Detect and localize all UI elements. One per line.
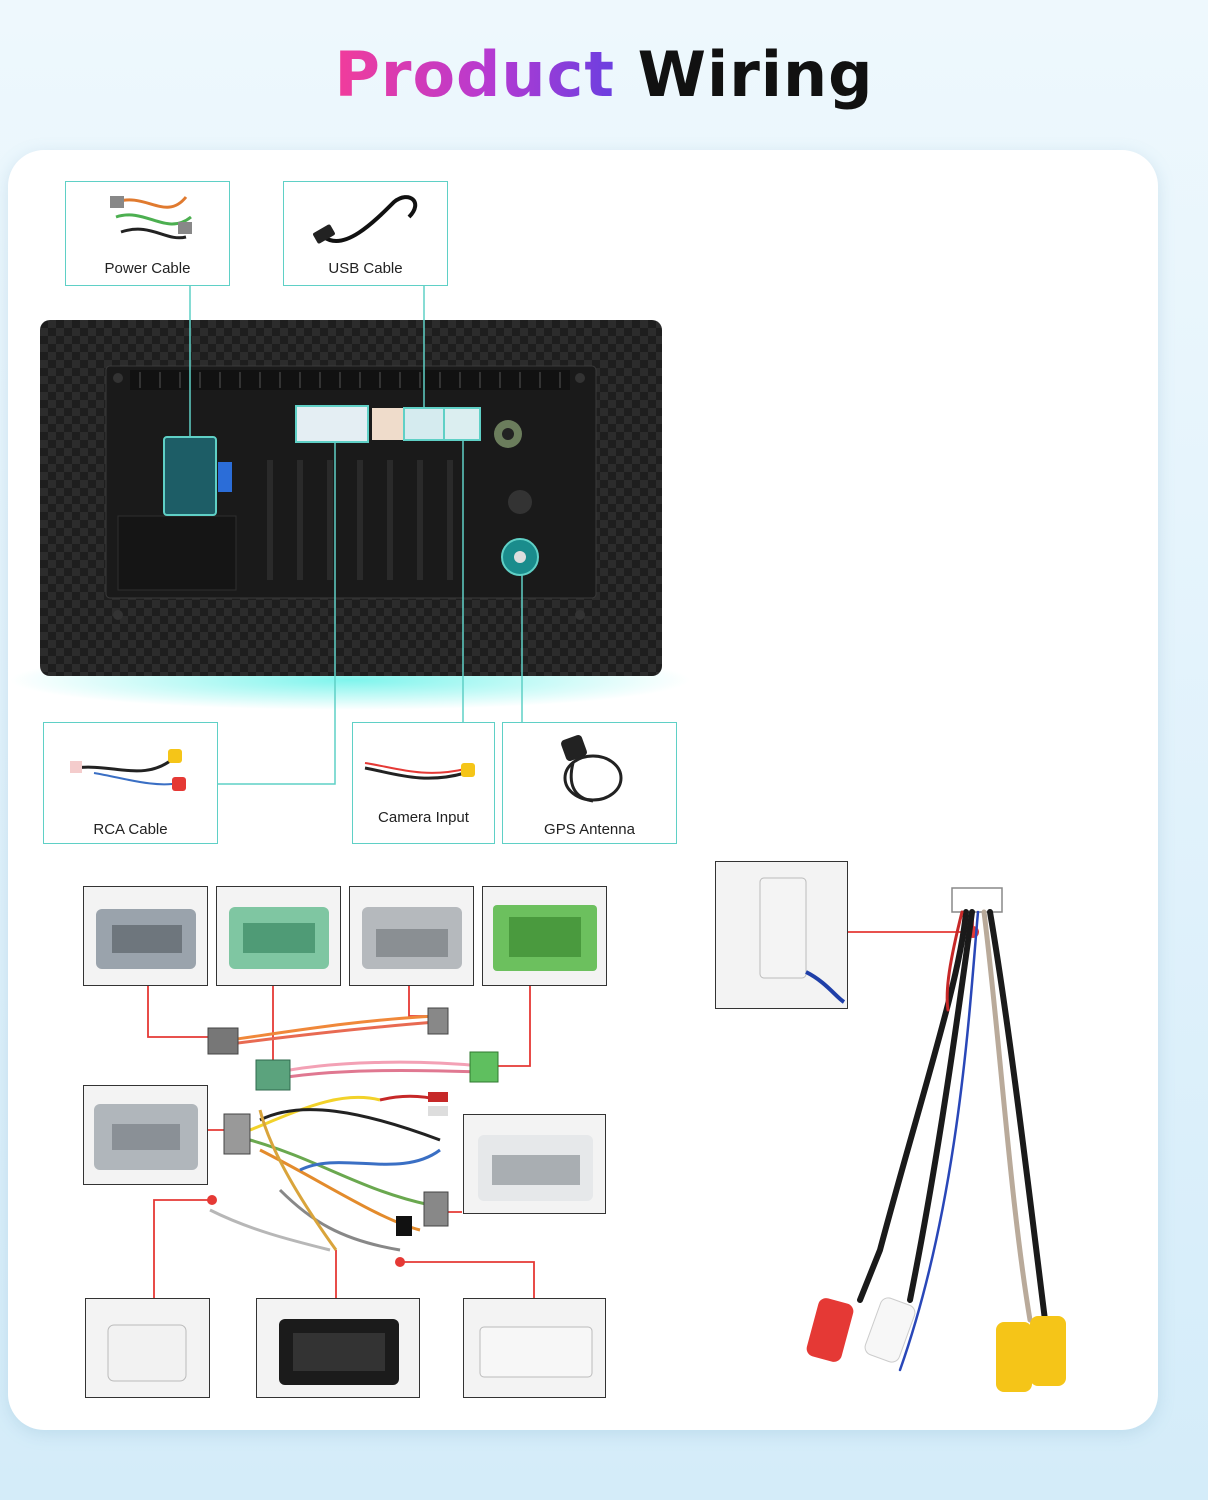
rca-harness-illustration (806, 887, 1066, 1392)
head-unit-back (40, 320, 662, 676)
connector-photo-rca (715, 861, 848, 1009)
connector-photo-4 (482, 886, 607, 986)
camera-input-label: Camera Input (378, 809, 469, 826)
usb-cable-icon (313, 195, 418, 244)
power-cable-box: Power Cable (65, 181, 230, 286)
gps-antenna-box: GPS Antenna (502, 722, 677, 844)
page-title: Product Wiring (0, 38, 1208, 111)
rca-cable-icon (70, 749, 186, 791)
connector-photo-9 (463, 1298, 606, 1398)
gps-antenna-label: GPS Antenna (544, 821, 635, 838)
title-wiring: Wiring (637, 38, 874, 111)
rca-cable-label: RCA Cable (93, 821, 168, 838)
connector-photo-6 (463, 1114, 606, 1214)
connector-photo-3 (349, 886, 474, 986)
camera-input-icon (364, 762, 475, 780)
power-cable-label: Power Cable (104, 260, 191, 277)
usb-cable-label: USB Cable (328, 260, 403, 277)
power-cable-icon (110, 196, 192, 240)
connector-photo-1 (83, 886, 208, 986)
connector-photo-8 (256, 1298, 420, 1398)
connector-photo-2 (216, 886, 341, 986)
camera-input-box: Camera Input (352, 722, 495, 844)
harness-plugs (207, 1007, 499, 1236)
rca-cable-box: RCA Cable (43, 722, 218, 844)
connector-photo-5 (83, 1085, 208, 1185)
teal-connector-lines (189, 286, 523, 785)
connector-photo-7 (85, 1298, 210, 1398)
title-product: Product (334, 38, 615, 111)
usb-cable-box: USB Cable (283, 181, 448, 286)
gps-antenna-icon (561, 735, 623, 803)
